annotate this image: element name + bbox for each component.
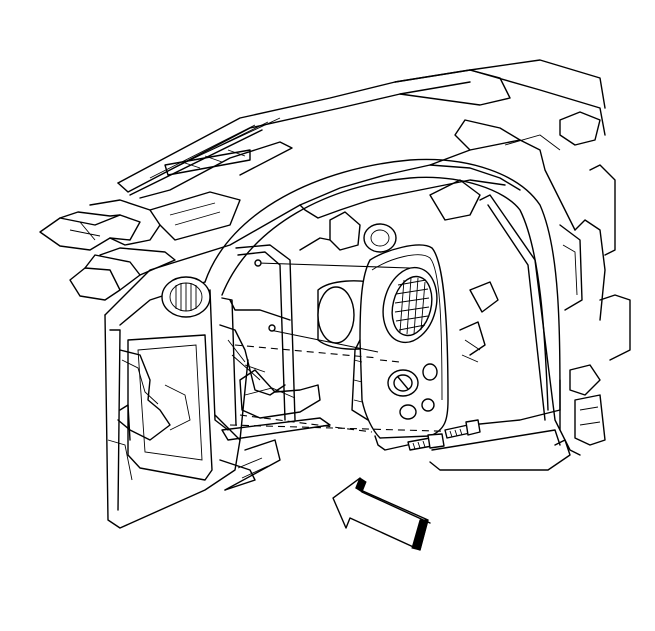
explosion-leader-lines (229, 259, 471, 433)
bezel-fastener-bolt (444, 419, 481, 439)
right-side-bracket (429, 164, 631, 471)
steering-column-opening (299, 179, 499, 363)
trim-bezel-air-outlet (382, 266, 438, 344)
headlamp-switch-knob (387, 363, 438, 420)
instrument-panel-carrier (104, 164, 521, 529)
bezel-fastener-screw (407, 433, 445, 451)
cluster-hood (204, 119, 576, 441)
left-side-air-vent (161, 276, 211, 318)
direction-arrow (332, 477, 431, 551)
windshield-defroster-area (39, 59, 606, 301)
